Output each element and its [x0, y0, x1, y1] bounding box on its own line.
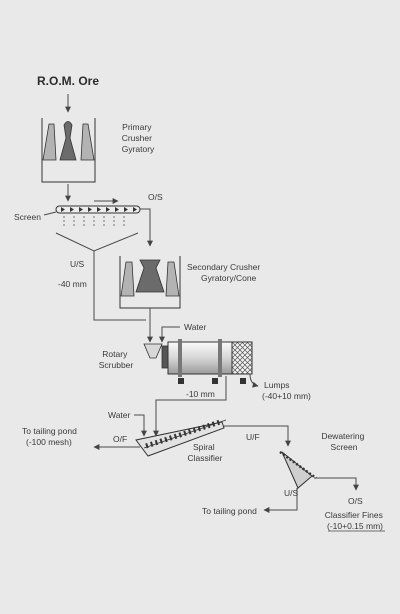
screen-undersize-funnel [55, 232, 139, 252]
classifier-fines-label: Classifier Fines (-10+0.15 mm) [325, 510, 385, 531]
lumps-label: Lumps (-40+10 mm) [262, 380, 311, 401]
dewater-os-arrow [314, 477, 359, 491]
classifier-water-label: Water [108, 410, 131, 420]
scrubber-water-arrow [159, 326, 180, 343]
lumps-arrow [249, 373, 259, 388]
primary-crusher-label: Primary Crusher Gyratory [122, 122, 155, 154]
screen-os-label: O/S [148, 192, 163, 202]
screen-us-label: U/S [70, 259, 85, 269]
classifier-water-arrow [134, 414, 147, 437]
feed-title: R.O.M. Ore [37, 74, 99, 88]
scrubber-water-label: Water [184, 322, 207, 332]
tailing-pond-label-1: To tailing pond (-100 mesh) [22, 426, 79, 447]
secondary-crusher-label: Secondary Crusher Gyratory/Cone [187, 262, 263, 283]
dewatering-screen-label: Dewatering Screen [321, 431, 366, 452]
screen-deck-icon [55, 205, 141, 214]
dewatering-screen-icon [279, 450, 317, 494]
spiral-classifier-icon [135, 419, 227, 457]
minus40-label: -40 mm [58, 279, 87, 289]
minus10-line [153, 376, 227, 437]
dewater-us-arrow [263, 494, 298, 513]
oversize-arrow [140, 208, 153, 247]
primary-crusher-icon [41, 118, 96, 183]
classifier-of-label: O/F [113, 434, 127, 444]
dewater-os-label: O/S [348, 496, 363, 506]
screen-label: Screen [14, 212, 41, 222]
screen-undersize-drip [63, 216, 125, 228]
dewater-us-label: U/S [284, 488, 299, 498]
rotary-scrubber-label: Rotary Scrubber [99, 349, 134, 370]
tailing-pond-label-2: To tailing pond [202, 506, 257, 516]
screen-feed-line [43, 211, 57, 216]
minus10-label: -10 mm [186, 389, 215, 399]
underflow-arrow [224, 425, 291, 447]
rotary-scrubber-icon [143, 339, 253, 384]
classifier-uf-label: U/F [246, 432, 260, 442]
spiral-classifier-label: Spiral Classifier [188, 442, 223, 463]
secondary-crusher-icon [119, 256, 181, 309]
undersize-line [93, 251, 146, 321]
